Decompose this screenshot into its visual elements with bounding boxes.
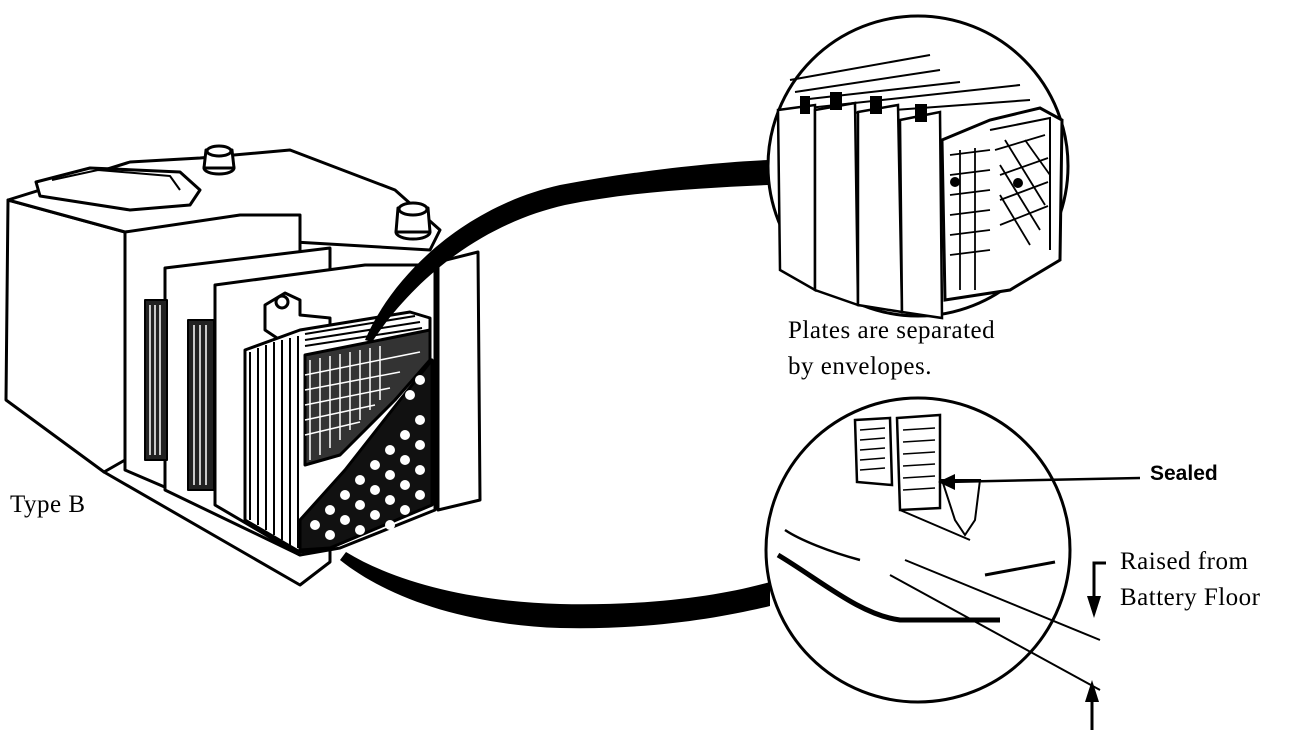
battery-illustration — [4, 144, 482, 587]
terminal-post-1 — [202, 144, 236, 176]
cutaway-grid — [298, 358, 434, 552]
plates-caption-line-2: by envelopes. — [788, 353, 932, 380]
sealed-detail-circle — [764, 396, 1101, 704]
sealed-arrowhead — [938, 474, 955, 490]
raised-arrowhead-top — [1087, 596, 1101, 618]
floor-rim — [776, 552, 1000, 623]
upper-connector — [365, 160, 768, 342]
plates-caption-line-1: Plates are separated — [788, 317, 996, 344]
raised-bracket — [1092, 561, 1106, 600]
battery-case — [4, 198, 127, 474]
raised-caption: Raised from Battery Floor — [1120, 544, 1261, 616]
sealed-label: Sealed — [1150, 462, 1218, 485]
vent-cap — [34, 166, 202, 212]
terminal-post-2 — [394, 201, 432, 241]
raised-arrowhead-bottom — [1085, 680, 1099, 702]
sealed-arrow-line — [944, 476, 1141, 484]
leader-arrows — [938, 474, 1141, 730]
plates-caption: Plates are separated by envelopes. — [788, 313, 995, 385]
raised-caption-line-2: Battery Floor — [1120, 584, 1261, 611]
grid-plate — [303, 328, 432, 467]
seal-point — [940, 479, 982, 537]
lower-connector — [340, 552, 770, 629]
type-label: Type B — [10, 491, 86, 518]
envelope-detail-circle — [766, 14, 1070, 320]
end-wall — [436, 250, 482, 512]
callout-connectors — [340, 160, 770, 629]
raised-caption-line-1: Raised from — [1120, 548, 1249, 575]
